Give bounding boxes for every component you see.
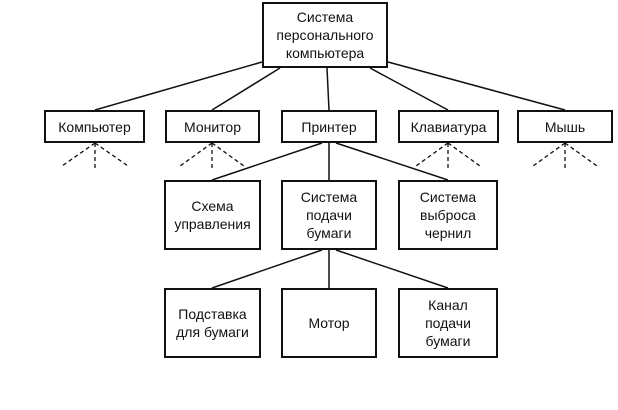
root-to-computer-line (94, 61, 263, 111)
node-printer: Принтер (281, 110, 377, 143)
feed-to-stand-line (211, 249, 323, 289)
node-keyboard: Клавиатура (398, 110, 499, 143)
node-paper-feed-system: Система подачи бумаги (281, 180, 377, 250)
node-control-circuit: Схема управления (164, 180, 261, 250)
root-to-mouse-line (387, 61, 566, 111)
node-ink-ejection-system: Система выброса чернил (398, 180, 498, 250)
root-connectors (94, 61, 566, 111)
node-computer: Компьютер (44, 110, 145, 143)
printer-to-control-line (211, 142, 323, 181)
root-to-monitor-line (211, 67, 281, 111)
monitor-dashed-fan (179, 142, 245, 170)
node-paper-stand: Подставка для бумаги (164, 288, 261, 358)
dashed-fans (61, 142, 598, 170)
node-monitor: Монитор (165, 110, 260, 143)
feed-connectors (211, 249, 449, 289)
keyboard-dashed-fan (415, 142, 481, 170)
computer-dashed-fan (61, 142, 129, 170)
node-mouse: Мышь (517, 110, 613, 143)
root-to-keyboard-line (369, 67, 449, 111)
printer-to-ink-line (335, 142, 449, 181)
node-motor: Мотор (281, 288, 377, 358)
node-paper-feed-channel: Канал подачи бумаги (398, 288, 498, 358)
root-to-printer-line (326, 67, 330, 111)
root-node: Система персонального компьютера (262, 2, 388, 68)
feed-to-channel-line (335, 249, 449, 289)
printer-connectors (211, 142, 449, 181)
mouse-dashed-fan (532, 142, 598, 170)
